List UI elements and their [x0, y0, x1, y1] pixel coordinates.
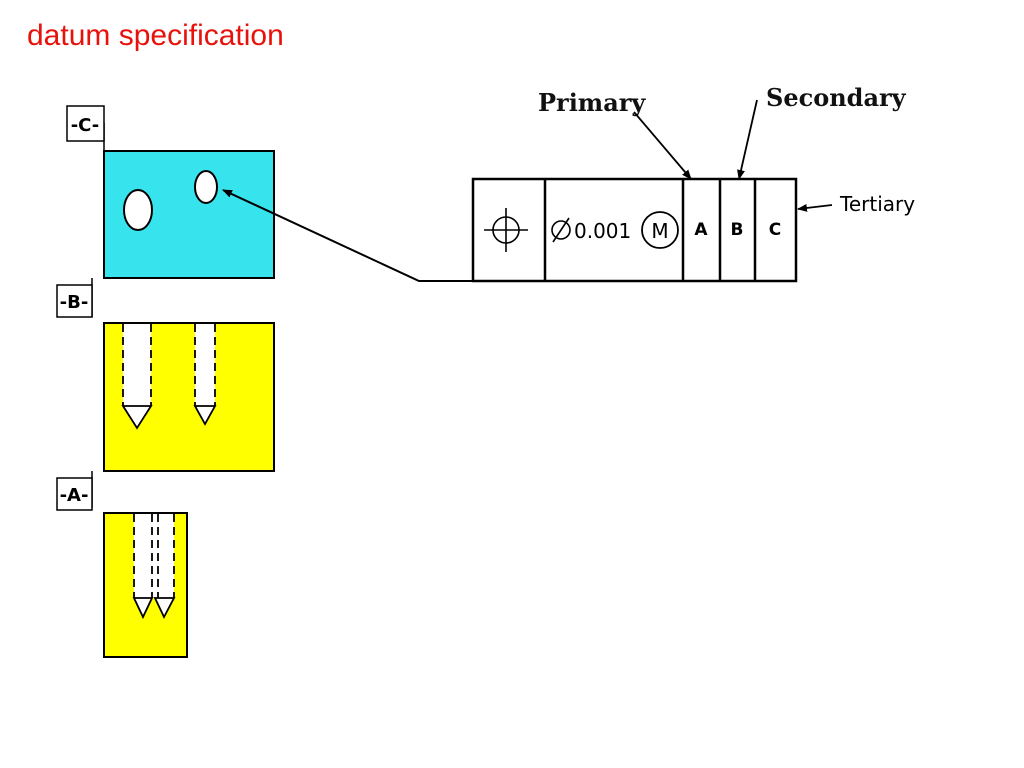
datum-b-tag: -B-: [56, 278, 93, 318]
secondary-callout-arrow: [737, 99, 758, 180]
tertiary-callout-arrow: [797, 203, 833, 212]
primary-callout-label: Primary: [538, 88, 646, 117]
position-icon: [484, 208, 528, 252]
diameter-icon: [551, 217, 571, 243]
hidden-holes-side: [132, 514, 176, 620]
datum-a-tag: -A-: [56, 471, 93, 511]
leader-line: [222, 189, 473, 282]
hidden-hole-left: [121, 324, 153, 430]
secondary-datum-ref: B: [731, 220, 744, 240]
datum-c-label: -C-: [71, 115, 100, 136]
secondary-callout-label: Secondary: [766, 83, 907, 112]
tertiary-callout-label: Tertiary: [839, 192, 915, 216]
datum-c-tag: -C-: [66, 105, 105, 151]
hidden-hole-right: [193, 324, 217, 426]
mmc-modifier: M: [651, 219, 668, 243]
datum-b-label: -B-: [60, 292, 89, 313]
mmc-modifier-circle: [641, 211, 679, 249]
tertiary-datum-ref: C: [769, 220, 781, 240]
hole-right: [194, 170, 218, 204]
primary-callout-arrow: [633, 111, 692, 180]
tolerance-value: 0.001: [574, 219, 631, 243]
hole-left: [123, 189, 153, 231]
datum-a-label: -A-: [60, 485, 89, 506]
slide-title: datum specification: [27, 19, 284, 52]
feature-control-frame: 0.001 M A B C: [471, 177, 798, 283]
primary-datum-ref: A: [694, 220, 708, 240]
